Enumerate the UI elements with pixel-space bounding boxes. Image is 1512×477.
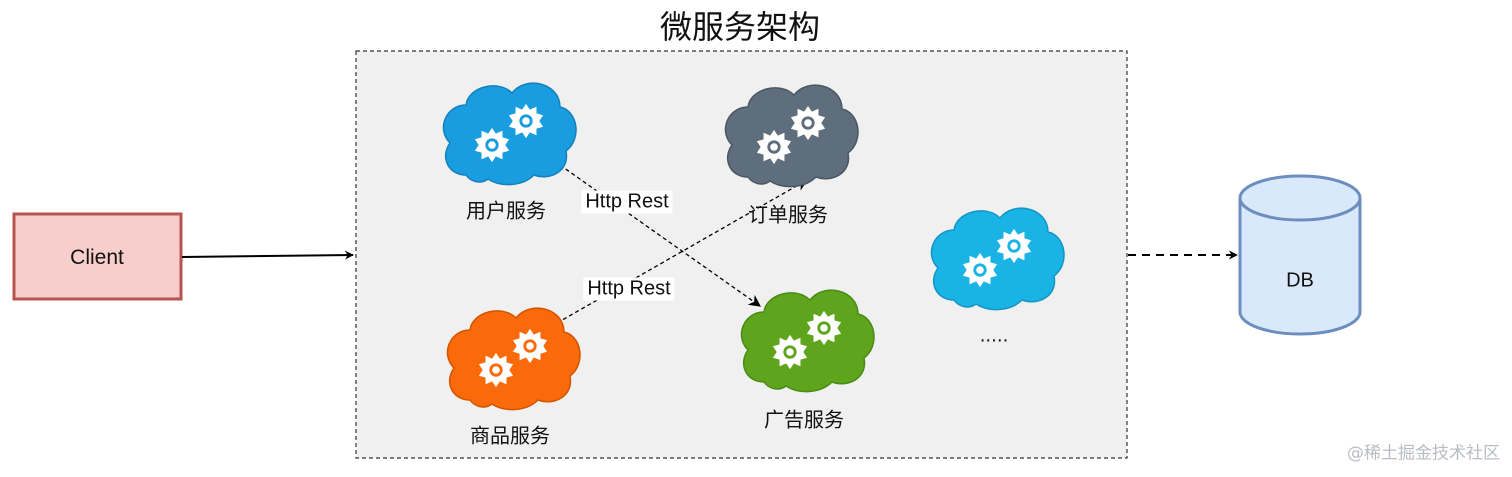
client-box[interactable]: [12, 212, 183, 301]
user-service-label: 用户服务: [466, 198, 546, 223]
user-to-ad-edge-label: Http Rest: [581, 190, 673, 214]
client-to-services-arrow: [181, 250, 354, 260]
more-services-ellipsis: .....: [979, 325, 1009, 347]
product-to-order-edge-label: Http Rest: [583, 277, 675, 301]
db-label: DB: [1286, 269, 1314, 292]
order-service-label: 订单服务: [748, 202, 828, 227]
ad-service-label: 广告服务: [764, 407, 844, 432]
client-label: Client: [70, 246, 124, 269]
diagram-title: 微服务架构: [659, 8, 821, 46]
watermark: @稀土掘金技术社区: [1347, 443, 1500, 464]
user-to-ad-edge: [559, 164, 761, 307]
product-to-order-edge: [556, 179, 809, 324]
product-service-label: 商品服务: [470, 423, 550, 448]
database-cylinder-icon[interactable]: [1238, 174, 1362, 336]
